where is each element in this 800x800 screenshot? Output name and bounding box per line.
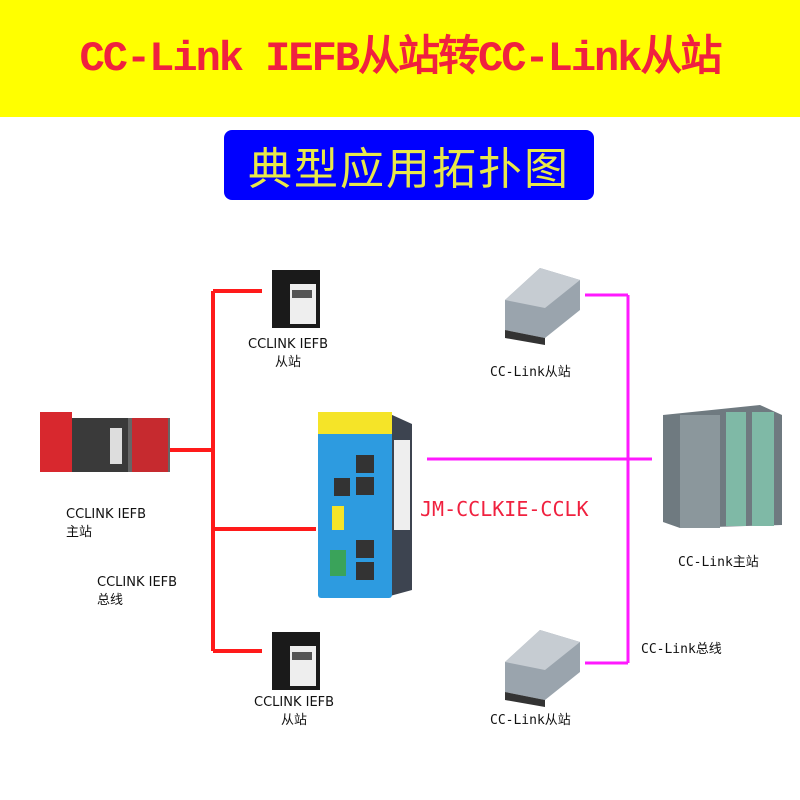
label-line: 从站	[281, 713, 308, 728]
title-banner: CC-Link IEFB从站转CC-Link从站	[0, 0, 800, 117]
iefb-slave-device-top	[272, 270, 320, 328]
subtitle: 典型应用拓扑图	[248, 144, 570, 195]
cclink-bus-lines	[427, 293, 652, 665]
cclink-master-plc	[663, 405, 782, 528]
label-iefb-master: CCLINK IEFB 主站	[66, 506, 146, 542]
label-line: 主站	[66, 525, 93, 540]
label-iefb-slave-top: CCLINK IEFB 从站	[248, 336, 328, 372]
label-line: 从站	[275, 355, 302, 370]
label-iefb-bus: CCLINK IEFB 总线	[97, 574, 177, 610]
label-cclink-slave-top: CC-Link从站	[490, 365, 571, 380]
title: CC-Link IEFB从站转CC-Link从站	[79, 34, 723, 83]
cclink-slave-module-top	[505, 268, 580, 345]
subtitle-box: 典型应用拓扑图	[224, 130, 594, 200]
iefb-slave-device-bottom	[272, 632, 320, 690]
label-cclink-bus: CC-Link总线	[641, 642, 722, 657]
label-cclink-slave-bottom: CC-Link从站	[490, 713, 571, 728]
gateway-device	[318, 412, 412, 598]
gateway-model-label: JM-CCLKIE-CCLK	[420, 497, 589, 521]
cclink-slave-module-bottom	[505, 630, 580, 707]
label-line: CCLINK IEFB	[97, 575, 178, 590]
iefb-master-plc	[40, 412, 170, 472]
label-line: CCLINK IEFB	[254, 695, 335, 710]
label-cclink-master: CC-Link主站	[678, 555, 759, 570]
label-line: CCLINK IEFB	[248, 337, 329, 352]
label-line: 总线	[97, 593, 124, 608]
iefb-bus-lines	[168, 289, 316, 653]
label-line: CCLINK IEFB	[66, 507, 147, 522]
label-iefb-slave-bottom: CCLINK IEFB 从站	[254, 694, 334, 730]
